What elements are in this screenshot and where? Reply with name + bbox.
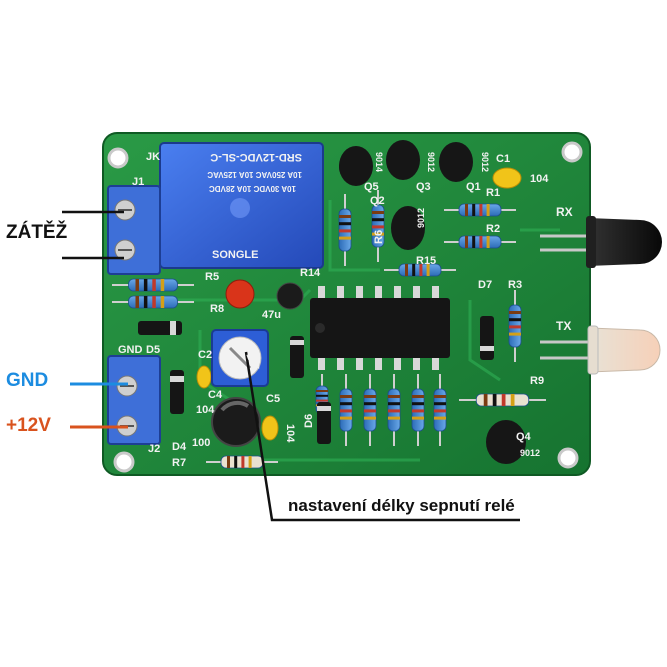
resistor xyxy=(339,374,353,446)
silk-d6: D6 xyxy=(303,414,315,428)
red-led xyxy=(225,279,255,309)
silk-9012-d: 9012 xyxy=(520,448,540,458)
resistor xyxy=(363,374,377,446)
silk-105: 105 xyxy=(243,351,261,372)
load-label: ZÁTĚŽ xyxy=(6,222,68,243)
silk-r2: R2 xyxy=(486,223,500,235)
silk-rx: RX xyxy=(556,205,573,219)
relay-model: SRD-12VDC-SL-C xyxy=(210,151,302,163)
caption-label: nastavení délky sepnutí relé xyxy=(288,496,515,515)
potentiometer xyxy=(211,329,269,387)
transistors-top xyxy=(339,140,526,464)
terminal-block-power xyxy=(107,355,161,445)
silk-r5: R5 xyxy=(205,271,219,283)
mounting-holes xyxy=(107,141,583,473)
supply-label: +12V xyxy=(6,415,51,436)
resistor xyxy=(387,374,401,446)
silk-c4: C4 xyxy=(208,389,223,401)
resistor xyxy=(338,194,352,266)
ir-transmitter xyxy=(540,325,661,375)
resistors xyxy=(112,190,546,469)
resistor xyxy=(384,263,456,277)
silk-d7: D7 xyxy=(478,279,492,291)
resistor xyxy=(508,290,522,362)
silk-104-c: 104 xyxy=(284,424,296,443)
silk-c1: C1 xyxy=(496,153,510,165)
silk-q5: Q5 xyxy=(364,181,379,193)
silk-d5: D5 xyxy=(146,344,160,356)
silk-r8: R8 xyxy=(210,303,224,315)
silk-c5: C5 xyxy=(266,393,280,405)
annotation-lines xyxy=(62,210,520,522)
silk-gnd: GND xyxy=(118,344,143,356)
resistor xyxy=(112,295,194,309)
silk-r15: R15 xyxy=(416,255,436,267)
silk-q4: Q4 xyxy=(516,431,532,443)
silk-q3: Q3 xyxy=(416,181,431,193)
silkscreen-labels: JK J1 J2 GND D5 R5 R8 R14 47u C2 C4 C5 1… xyxy=(118,151,573,469)
silk-jk: JK xyxy=(146,151,160,163)
silk-r1: R1 xyxy=(486,187,500,199)
gnd-label: GND xyxy=(6,370,49,391)
resistor xyxy=(459,393,546,407)
silk-9012-c: 9012 xyxy=(416,208,426,228)
resistor xyxy=(444,235,516,249)
resistor xyxy=(371,190,385,262)
silk-d4: D4 xyxy=(172,441,187,453)
relay-rating-2: 10A 30VDC 10A 28VDC xyxy=(209,184,296,193)
silk-j2: J2 xyxy=(148,443,160,455)
relay-rating-1: 10A 250VAC 10A 125VAC xyxy=(207,170,302,179)
resistor xyxy=(433,374,447,446)
silk-c2: C2 xyxy=(198,349,212,361)
ic-chip xyxy=(310,286,450,370)
silk-9014: 9014 xyxy=(374,152,384,172)
silk-r3: R3 xyxy=(508,279,522,291)
resistor xyxy=(112,278,194,292)
silk-tx: TX xyxy=(556,319,571,333)
silk-100: 100 xyxy=(192,437,210,449)
terminal-block-load xyxy=(107,185,161,275)
silk-q1: Q1 xyxy=(466,181,481,193)
silk-9012-b: 9012 xyxy=(480,152,490,172)
silk-r9: R9 xyxy=(530,375,544,387)
silk-104-a: 104 xyxy=(196,404,215,416)
silk-q2: Q2 xyxy=(370,195,385,207)
diodes xyxy=(138,316,494,444)
silk-9012-a: 9012 xyxy=(426,152,436,172)
relay: SRD-12VDC-SL-C 10A 250VAC 10A 125VAC 10A… xyxy=(159,142,324,269)
silk-r6: R6 xyxy=(373,230,385,244)
silk-r14: R14 xyxy=(300,267,321,279)
capacitors xyxy=(196,167,522,447)
silk-j1: J1 xyxy=(132,176,144,188)
resistor xyxy=(411,374,425,446)
ir-receiver xyxy=(540,216,662,268)
silk-47u: 47u xyxy=(262,309,281,321)
relay-brand: SONGLE xyxy=(212,249,258,261)
silk-104-b: 104 xyxy=(530,173,549,185)
silk-r7: R7 xyxy=(172,457,186,469)
resistor xyxy=(444,203,516,217)
